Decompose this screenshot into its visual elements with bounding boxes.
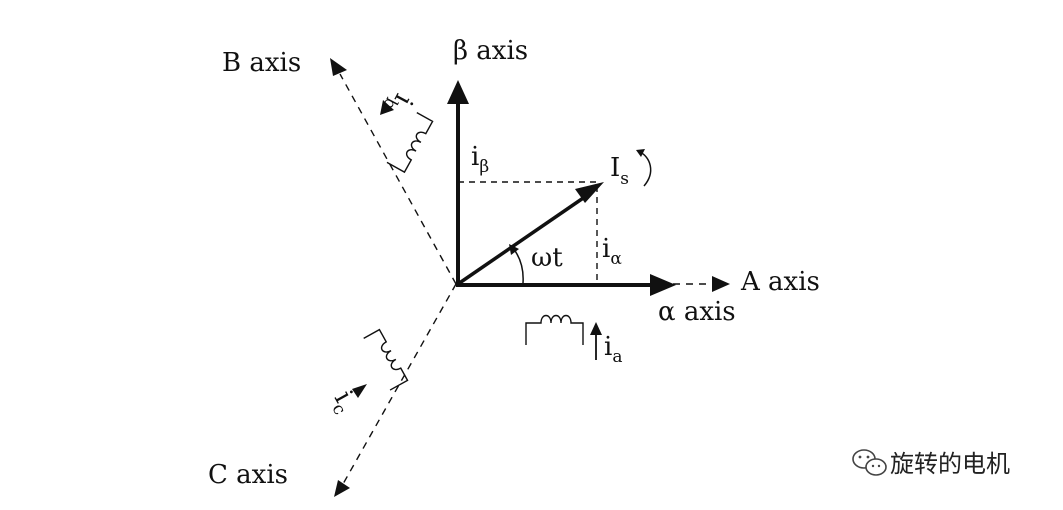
- i-c-label: ic: [324, 386, 363, 419]
- i-a-label: ia: [604, 332, 622, 367]
- b-axis-dashed-line: [339, 73, 457, 285]
- i-alpha-label: iα: [602, 234, 622, 269]
- beta-axis-label: β axis: [453, 36, 528, 66]
- a-axis-arrowhead: [712, 276, 730, 292]
- winding-b-coil: [386, 112, 434, 174]
- winding-b-group: [386, 112, 434, 174]
- omega-t-label: ωt: [531, 243, 563, 273]
- watermark-text: 旋转的电机: [890, 450, 1010, 478]
- alpha-axis-label: α axis: [658, 297, 736, 327]
- ia-arrowhead: [590, 322, 602, 335]
- b-axis-arrowhead: [330, 58, 347, 76]
- c-axis-arrowhead: [334, 480, 350, 497]
- is-vector-label: Is: [610, 153, 629, 189]
- i-b-label: ib: [378, 86, 418, 119]
- angle-arc-arrowhead: [509, 244, 519, 255]
- c-axis-label: C axis: [208, 460, 288, 490]
- is-vector-line: [457, 190, 593, 286]
- ic-arrowhead: [352, 384, 367, 398]
- winding-c-coil: [363, 328, 409, 391]
- wechat-icon: [852, 449, 887, 476]
- rotation-arrowhead: [636, 149, 645, 157]
- beta-axis-arrowhead: [447, 80, 469, 104]
- svg-text:ib: ib: [378, 86, 418, 119]
- ib-arrowhead: [380, 100, 394, 115]
- angle-arc: [512, 247, 524, 284]
- alpha-axis-arrowhead: [650, 274, 676, 296]
- a-axis-label: A axis: [740, 267, 820, 297]
- winding-a-coil: [525, 314, 584, 345]
- svg-text:ic: ic: [324, 386, 363, 419]
- i-beta-label: iβ: [471, 142, 489, 177]
- rotation-arrow-icon: [639, 151, 652, 187]
- winding-c-group: [363, 328, 409, 391]
- c-axis-dashed-line: [342, 283, 457, 485]
- b-axis-label: B axis: [222, 48, 301, 78]
